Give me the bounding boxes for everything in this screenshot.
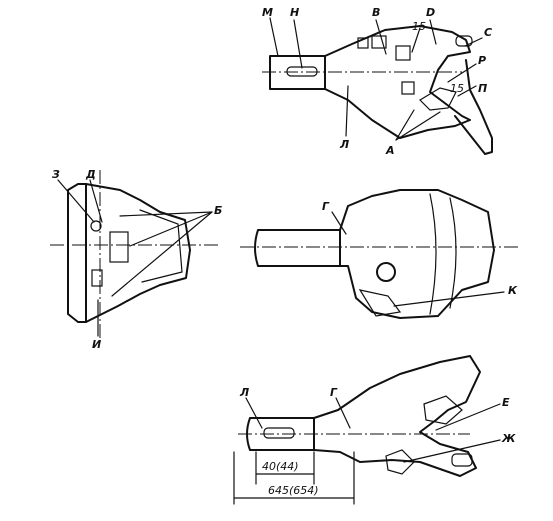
leader-B-2 [129, 211, 213, 247]
label-P: П [478, 82, 487, 95]
label-L2: Л [239, 386, 249, 399]
dim-angle-1: 15 [412, 20, 426, 33]
end-core [109, 231, 129, 263]
label-G: Г [322, 200, 330, 213]
label-Z: З [52, 168, 60, 181]
label-N: Н [290, 6, 299, 19]
leader-M [269, 17, 279, 57]
label-V: В [372, 6, 380, 19]
dim-angle-2: 15 [450, 82, 464, 95]
front-flange-2 [449, 197, 457, 309]
leader-Z [57, 179, 95, 223]
label-I: И [92, 338, 101, 351]
leader-E [435, 403, 501, 431]
front-pin [376, 262, 396, 282]
label-De: Д [85, 168, 96, 181]
top-body [324, 25, 471, 139]
front-body [339, 189, 495, 319]
leader-D [429, 19, 437, 45]
dim-645: 645(654) [268, 484, 319, 497]
bottom-slot [263, 427, 295, 439]
label-B: Б [214, 204, 222, 217]
top-latch [419, 87, 457, 111]
label-S: С [484, 26, 492, 39]
leader-L2 [245, 397, 263, 429]
label-L: Л [339, 138, 349, 151]
front-hatch [358, 289, 402, 317]
end-plate [67, 183, 87, 323]
leader-A-2 [395, 111, 441, 141]
end-body [85, 183, 191, 323]
leader-G [331, 211, 347, 235]
top-detail-3 [395, 45, 411, 61]
bottom-shank [246, 417, 315, 451]
label-A: А [385, 144, 395, 157]
bottom-gear [385, 449, 415, 475]
label-R: Р [478, 54, 486, 67]
bottom-loop [423, 395, 463, 425]
leader-B-3 [111, 211, 213, 297]
label-M: М [262, 6, 273, 19]
end-inner [139, 209, 183, 283]
leader-K [393, 291, 505, 307]
label-K: К [508, 284, 518, 297]
front-flange-1 [429, 193, 437, 315]
bottom-loop-2 [451, 453, 473, 467]
front-view: Г К [240, 189, 520, 319]
end-view: З Д Б И [50, 168, 222, 351]
leader-G2 [335, 397, 351, 429]
label-G2: Г [330, 386, 338, 399]
front-shank [254, 229, 341, 267]
leader-P [457, 85, 477, 97]
top-detail-2 [371, 35, 387, 49]
top-detail-4 [401, 81, 415, 95]
end-hole [90, 220, 102, 232]
label-D: D [426, 6, 435, 19]
leader-L [345, 85, 349, 137]
leader-Zh [403, 439, 501, 463]
label-Zh: Ж [501, 432, 516, 445]
dim-40: 40(44) [262, 460, 299, 473]
leader-N [293, 19, 303, 69]
leader-S [464, 37, 483, 47]
top-view: М Н В 15 D С Р 15 П Л А [262, 6, 493, 157]
leader-R [447, 63, 477, 83]
leader-15-1 [411, 27, 421, 53]
bottom-body [313, 355, 481, 477]
leader-A-1 [395, 109, 415, 141]
label-E: Е [502, 396, 510, 409]
leader-B-1 [119, 211, 213, 217]
top-detail-1 [357, 37, 369, 49]
bottom-view: Л Г Е Ж 40(44) 645(654) [233, 355, 516, 505]
leader-V [375, 19, 387, 55]
end-detail [91, 269, 103, 287]
leader-De [89, 179, 103, 223]
top-loop [455, 35, 473, 47]
